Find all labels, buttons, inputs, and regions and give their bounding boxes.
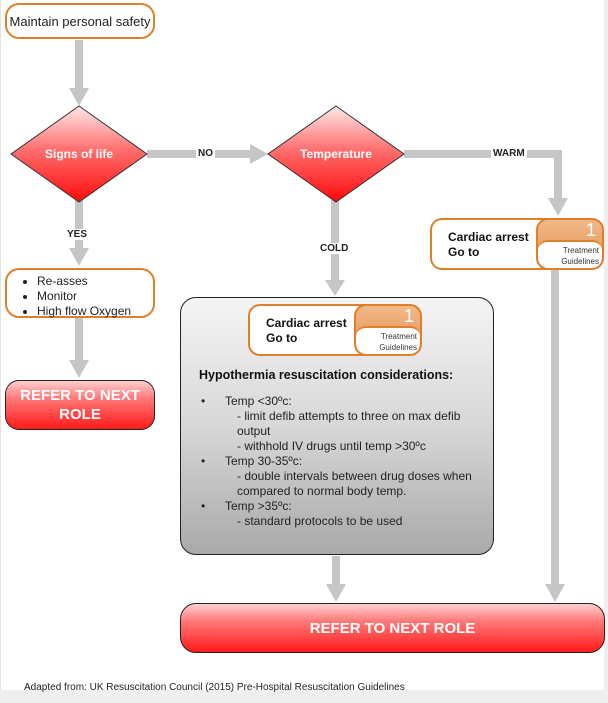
action-item: Monitor — [37, 289, 153, 304]
arrowhead — [69, 360, 89, 378]
connector-cold — [331, 200, 339, 280]
connector-yes — [75, 200, 83, 250]
cardiac-line1: Cardiac arrest — [266, 316, 347, 330]
hypothermia-title: Hypothermia resuscitation considerations… — [199, 368, 454, 382]
temperature-label: Temperature — [300, 147, 372, 161]
cardiac-line2: Go to — [266, 331, 298, 345]
source-citation: Adapted from: UK Resuscitation Council (… — [24, 682, 405, 693]
connector-actions-refer — [75, 318, 83, 362]
hypothermia-heading: Temp >35ºc: — [225, 499, 292, 513]
action-item: Re-asses — [37, 274, 153, 289]
hypothermia-detail: - withhold IV drugs until temp >30ºc — [237, 439, 426, 453]
cardiac-arrest-box-warm: Cardiac arrest Go to 1 Treatment Guideli… — [430, 218, 604, 270]
guideline-number: 1 — [403, 306, 414, 326]
start-node: Maintain personal safety — [5, 3, 155, 39]
cardiac-arrest-text: Cardiac arrest Go to — [248, 304, 368, 356]
start-label: Maintain personal safety — [9, 13, 151, 29]
connector-panel-refer — [332, 556, 340, 586]
guideline-sub2: Guidelines — [379, 343, 417, 352]
hypothermia-detail: - standard protocols to be used — [237, 514, 403, 528]
guideline-sub1: Treatment — [562, 246, 599, 255]
hypothermia-item: Temp 30-35ºc: - double intervals between… — [199, 454, 489, 499]
arrowhead — [69, 248, 89, 266]
refer-next-role-large: REFER TO NEXT ROLE — [180, 603, 605, 653]
arrowhead — [326, 584, 346, 602]
treatment-guidelines-link[interactable]: 1 Treatment Guidelines — [536, 218, 604, 270]
edge-label-warm: WARM — [491, 148, 527, 159]
hypothermia-detail: - limit defib attempts to three on max d… — [237, 409, 461, 438]
connector-warm-refer — [551, 270, 559, 586]
arrowhead — [545, 584, 565, 602]
yes-actions-box: Re-asses Monitor High flow Oxygen — [5, 268, 155, 318]
decision-temperature — [267, 105, 405, 203]
treatment-guidelines-link[interactable]: 1 Treatment Guidelines — [354, 304, 422, 356]
arrowhead — [548, 198, 568, 216]
decision-signs-of-life — [10, 105, 148, 203]
hypothermia-list: Temp <30ºc: - limit defib attempts to th… — [199, 394, 489, 529]
refer-big-label: REFER TO NEXT ROLE — [309, 619, 476, 637]
edge-label-yes: YES — [65, 229, 90, 240]
hypothermia-detail: - double intervals between drug doses wh… — [237, 469, 472, 498]
guideline-sub1: Treatment — [380, 332, 417, 341]
cardiac-arrest-box-cold: Cardiac arrest Go to 1 Treatment Guideli… — [248, 304, 422, 356]
guideline-number: 1 — [585, 220, 596, 240]
cardiac-arrest-text: Cardiac arrest Go to — [430, 218, 550, 270]
signs-of-life-label: Signs of life — [44, 147, 113, 161]
hypothermia-item: Temp <30ºc: - limit defib attempts to th… — [199, 394, 489, 454]
cardiac-line1: Cardiac arrest — [448, 230, 529, 244]
action-item: High flow Oxygen — [37, 304, 153, 319]
arrowhead — [325, 280, 345, 296]
guideline-sub2: Guidelines — [561, 257, 599, 266]
arrowhead — [250, 144, 268, 164]
hypothermia-heading: Temp <30ºc: — [225, 394, 292, 408]
refer-small-label: REFER TO NEXT ROLE — [20, 387, 140, 423]
guideline-label: Treatment Guidelines — [356, 326, 420, 354]
edge-label-cold: COLD — [318, 243, 351, 254]
hypothermia-heading: Temp 30-35ºc: — [225, 454, 303, 468]
edge-label-no: NO — [196, 148, 215, 159]
hypothermia-item: Temp >35ºc: - standard protocols to be u… — [199, 499, 489, 529]
guideline-label: Treatment Guidelines — [538, 240, 602, 268]
cardiac-line2: Go to — [448, 245, 480, 259]
connector-start-signs — [75, 40, 83, 90]
hypothermia-panel: Cardiac arrest Go to 1 Treatment Guideli… — [180, 297, 494, 555]
arrowhead — [69, 88, 89, 106]
refer-next-role-small: REFER TO NEXT ROLE — [5, 380, 155, 430]
connector-warm — [404, 150, 562, 158]
